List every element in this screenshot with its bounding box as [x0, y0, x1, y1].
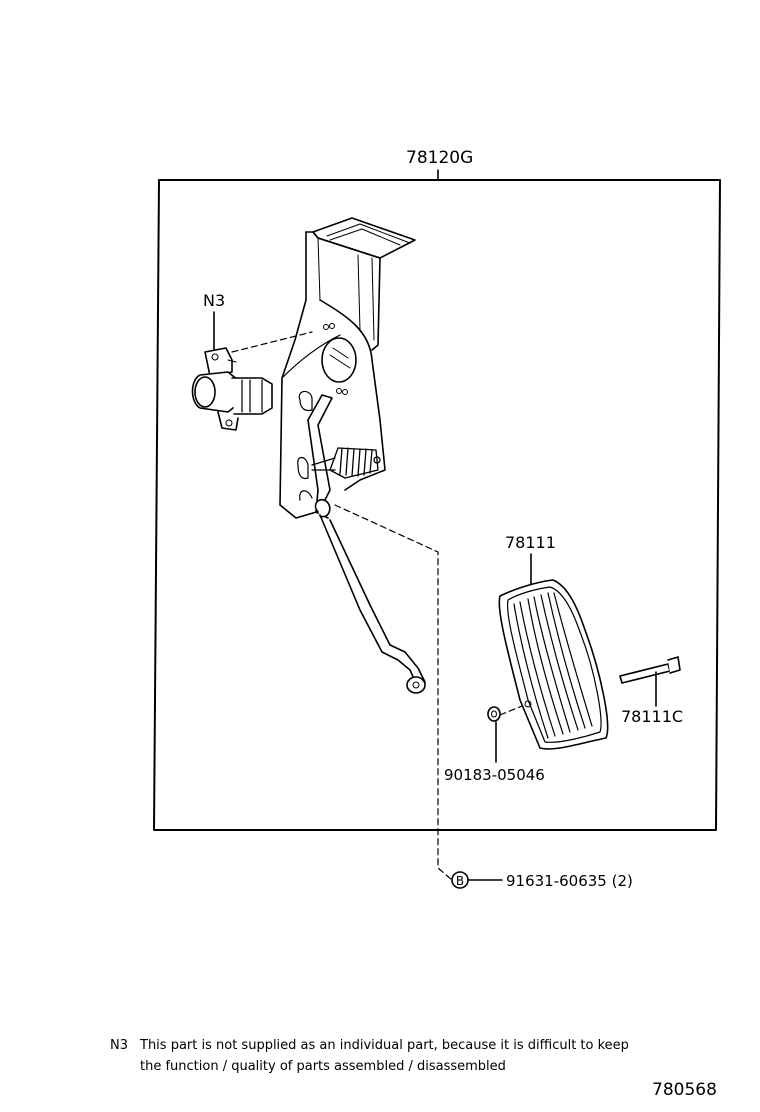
return-spring: [311, 447, 381, 479]
footnote-line-2: the function / quality of parts assemble…: [140, 1059, 506, 1074]
assembly-boundary-box: [153, 179, 721, 831]
bolt-label: 91631-60635 (2): [506, 872, 633, 890]
footnote-line-1: This part is not supplied as an individu…: [140, 1038, 629, 1053]
figure-number: 780568: [652, 1080, 717, 1100]
washer-label: 90183-05046: [444, 766, 545, 784]
sensor-label: N3: [203, 291, 226, 310]
pedal-bracket: [279, 217, 426, 694]
bolt-symbol-letter: B: [456, 874, 464, 888]
washer: [487, 706, 501, 763]
footnote-code: N3: [110, 1038, 128, 1053]
pad-pin: [619, 656, 681, 707]
bolt-callout: B: [451, 871, 503, 889]
assembly-part-number: 78120G: [406, 148, 474, 168]
pad-pin-label: 78111C: [621, 707, 684, 726]
pedal-pad: [498, 553, 609, 750]
sensor-assembly: [191, 311, 273, 431]
pedal-pad-label: 78111: [505, 533, 556, 552]
pedal-lever-arm: [307, 394, 426, 694]
